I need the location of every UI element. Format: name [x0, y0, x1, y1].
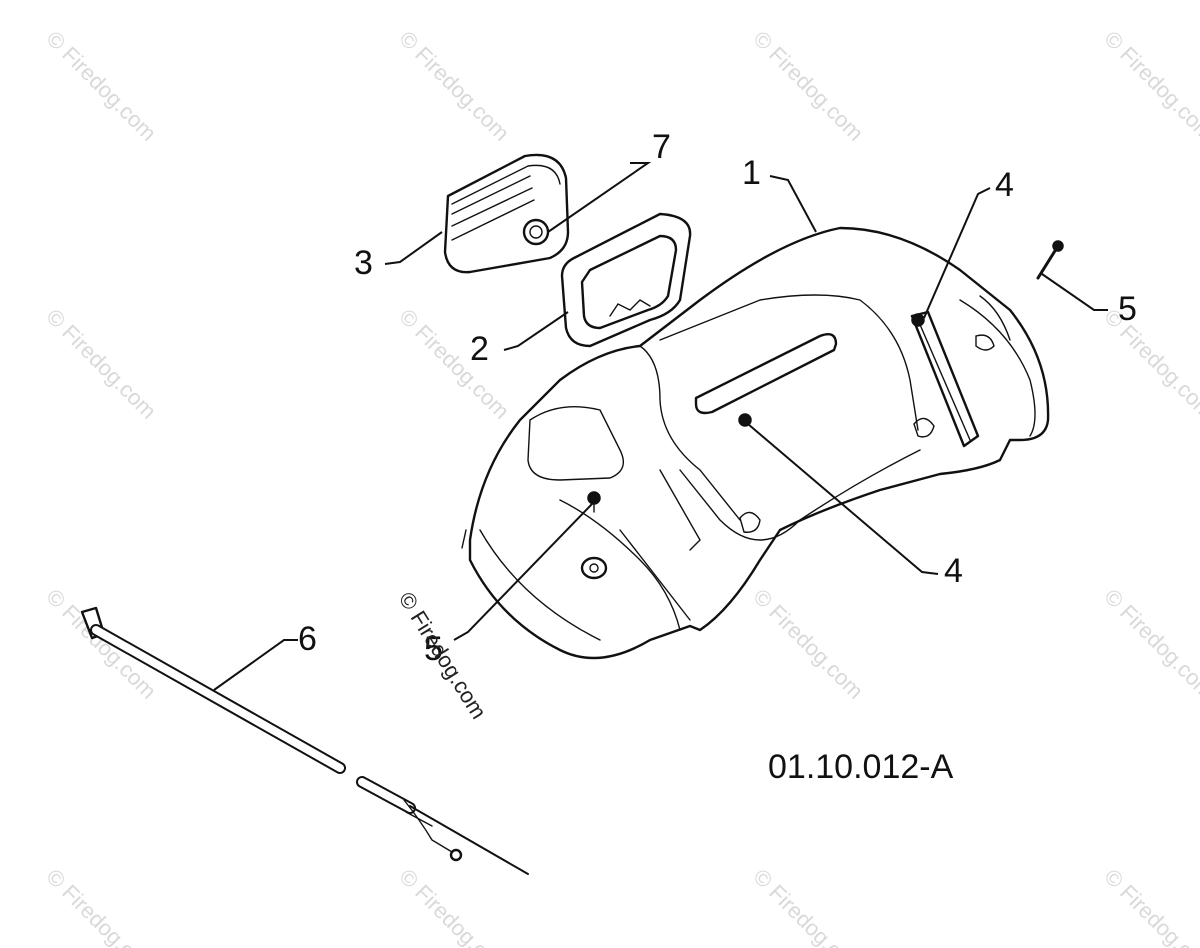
- callout-3: 3: [354, 244, 373, 282]
- watermark: © Firedog.com: [748, 584, 868, 704]
- callout-5-upper: 5: [1118, 290, 1137, 328]
- watermark: © Firedog.com: [1099, 584, 1200, 704]
- leader-lines: [213, 162, 1108, 691]
- screw-parts: [587, 240, 1064, 513]
- engine-cover-part: [461, 226, 1050, 660]
- watermark: © Firedog.com: [1099, 864, 1200, 948]
- watermark: © Firedog.com: [394, 304, 514, 424]
- watermark: © Firedog.com: [748, 864, 868, 948]
- air-filter-part: [443, 153, 570, 274]
- watermark: © Firedog.com: [41, 304, 161, 424]
- screw-4-lower: [738, 413, 752, 427]
- callout-labels: 7 1 4 3 5 2 4 6 5 01.10.012-A: [298, 128, 1137, 786]
- callout-4-lower: 4: [944, 552, 963, 590]
- diagram-reference-code: 01.10.012-A: [768, 748, 954, 786]
- callout-6: 6: [298, 620, 317, 658]
- watermark-center: © Firedog.com: [394, 587, 492, 723]
- callout-7: 7: [652, 128, 671, 166]
- callout-4-upper: 4: [995, 166, 1014, 204]
- watermark: © Firedog.com: [1099, 26, 1200, 146]
- callout-1: 1: [742, 154, 761, 192]
- watermark: © Firedog.com: [394, 26, 514, 146]
- watermark: © Firedog.com: [41, 26, 161, 146]
- watermark: © Firedog.com: [394, 864, 514, 948]
- watermark: © Firedog.com: [41, 584, 161, 704]
- filter-holder-part: [560, 212, 692, 348]
- screw-4-upper: [911, 313, 925, 327]
- throttle-cable-part: [80, 606, 529, 875]
- watermark: © Firedog.com: [748, 26, 868, 146]
- callout-5-lower: 5: [424, 630, 443, 668]
- watermark: © Firedog.com: [41, 864, 161, 948]
- callout-2: 2: [470, 330, 489, 368]
- watermark: © Firedog.com: [1099, 304, 1200, 424]
